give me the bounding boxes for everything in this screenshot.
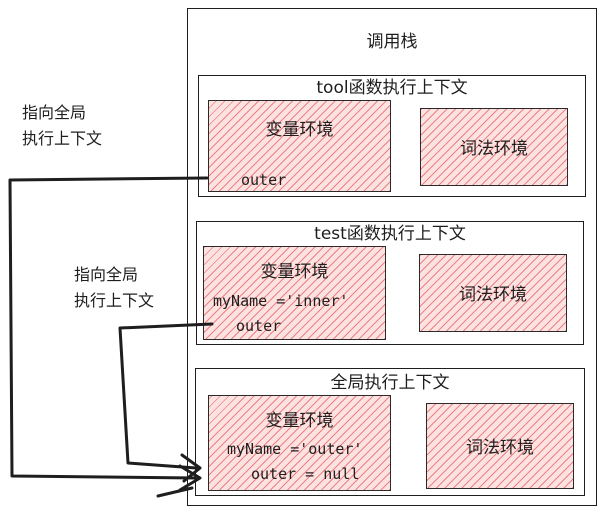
variable-outer: outer = null (251, 465, 360, 483)
outer-reference: outer (236, 317, 282, 335)
variable-env-title: 变量环境 (265, 411, 334, 431)
lexical-env-title: 词法环境 (459, 285, 527, 305)
tool-lexical-environment: 词法环境 (420, 108, 568, 186)
tool-execution-context: tool函数执行上下文 变量环境 outer 词法环境 (198, 75, 586, 197)
tool-outer-arrowhead (178, 464, 202, 492)
tool-variable-environment: 变量环境 outer (208, 100, 391, 192)
arrow-tail-stroke (156, 486, 194, 498)
call-stack: 调用栈 (187, 8, 597, 506)
lexical-env-title: 词法环境 (466, 438, 534, 458)
test-variable-environment: 变量环境 myName ='inner' outer (203, 246, 386, 340)
tool-outer-arrow (8, 176, 209, 480)
variable-env-title: 变量环境 (260, 262, 329, 282)
note-line: 执行上下文 (74, 291, 155, 310)
test-lexical-environment: 词法环境 (419, 254, 567, 332)
note-line: 指向全局 (22, 103, 87, 122)
global-context-title: 全局执行上下文 (330, 373, 450, 393)
test-context-title: test函数执行上下文 (314, 224, 466, 244)
global-execution-context: 全局执行上下文 变量环境 myName ='outer' outer = nul… (195, 368, 585, 496)
note-tool-outer: 指向全局 执行上下文 (22, 100, 102, 152)
variable-env-title: 变量环境 (265, 120, 334, 140)
note-line: 执行上下文 (22, 129, 103, 148)
call-stack-title: 调用栈 (366, 32, 418, 52)
tool-context-title: tool函数执行上下文 (316, 78, 468, 98)
test-outer-arrow (118, 322, 214, 470)
global-variable-environment: 变量环境 myName ='outer' outer = null (208, 395, 391, 491)
variable-myname: myName ='inner' (213, 292, 349, 310)
variable-myname: myName ='outer' (227, 440, 363, 458)
note-test-outer: 指向全局 执行上下文 (74, 262, 154, 314)
global-lexical-environment: 词法环境 (426, 403, 574, 489)
lexical-env-title: 词法环境 (460, 139, 528, 159)
note-line: 指向全局 (74, 265, 139, 284)
test-outer-arrowhead (180, 453, 202, 483)
outer-reference: outer (241, 171, 287, 189)
test-execution-context: test函数执行上下文 变量环境 myName ='inner' outer 词… (196, 221, 584, 345)
